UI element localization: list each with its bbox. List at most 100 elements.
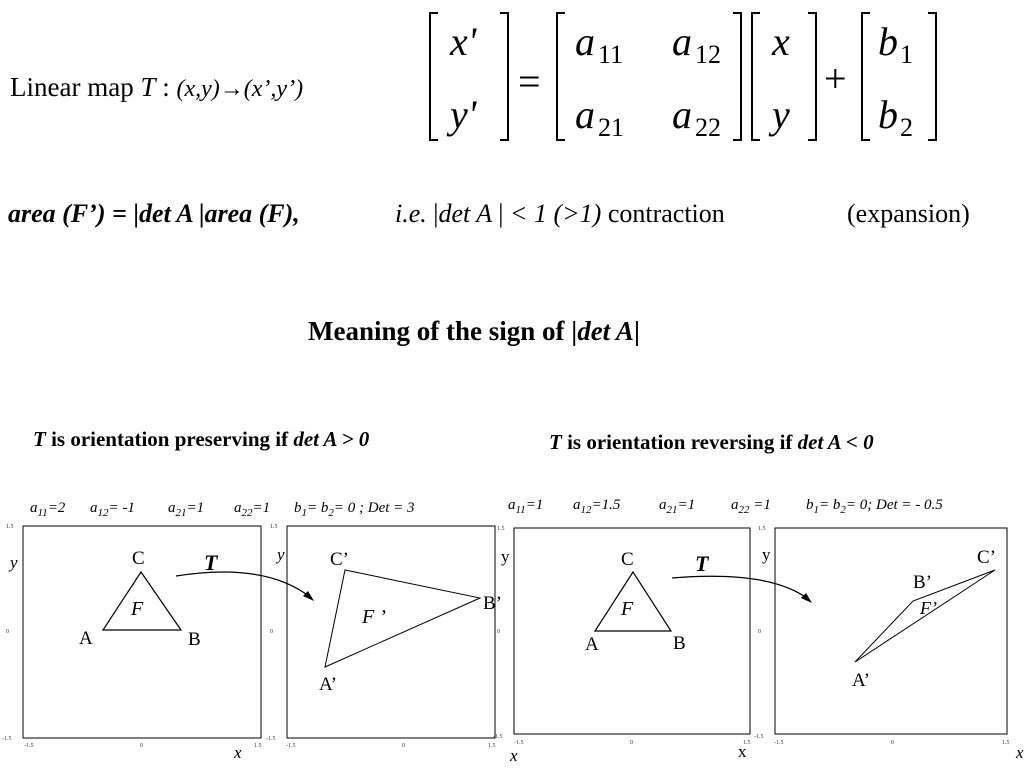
area-part1: area (F’) = bbox=[8, 199, 133, 228]
axis-x-right-mid: x bbox=[738, 742, 747, 761]
svg-text:1.5: 1.5 bbox=[1002, 740, 1010, 746]
rp-a21: a bbox=[659, 497, 667, 513]
section-title: Meaning of the sign of |det A| bbox=[308, 316, 640, 346]
area-det: det A bbox=[139, 199, 199, 228]
right-case-text: is orientation reversing if bbox=[562, 430, 798, 454]
lhs-x: x' bbox=[449, 19, 478, 64]
label-B: B bbox=[188, 629, 201, 650]
axis-letters: y x y y x x y x bbox=[8, 545, 1024, 765]
svg-text:-1.5: -1.5 bbox=[266, 736, 276, 742]
equals-sign: = bbox=[518, 59, 541, 104]
label-F: F bbox=[620, 598, 634, 620]
right-original-triangle: C A B F bbox=[585, 549, 686, 655]
area-part2: area (F), bbox=[204, 199, 299, 228]
triangle-F-right bbox=[593, 570, 673, 632]
offset-bracket-left bbox=[861, 12, 870, 141]
area-det2: det A bbox=[438, 199, 498, 228]
plot-right-original-frame bbox=[513, 527, 751, 735]
triangle-Fprime-left bbox=[324, 569, 482, 668]
area-bar3: | bbox=[433, 199, 438, 228]
svg-text:-1.5: -1.5 bbox=[774, 740, 784, 746]
left-params: a11=2 a12= -1 a21=1 a22=1 b1= b2= 0 ; De… bbox=[30, 500, 415, 519]
area-contraction: contraction bbox=[601, 199, 724, 228]
axis-y-right-original: y bbox=[501, 547, 510, 566]
area-line: area (F’) = |det A |area (F),i.e. |det A… bbox=[8, 199, 970, 228]
svg-text:1.5: 1.5 bbox=[270, 524, 278, 530]
left-T: T bbox=[33, 427, 47, 451]
vector-bracket-right bbox=[808, 12, 817, 141]
a11-sub: 11 bbox=[598, 40, 623, 69]
svg-text:0: 0 bbox=[758, 629, 761, 635]
a12-sub: 12 bbox=[695, 40, 721, 69]
vector-x: x bbox=[771, 19, 790, 64]
svg-text:0: 0 bbox=[402, 743, 405, 749]
axis-y-left-image: y bbox=[275, 545, 285, 564]
lp-a22: a bbox=[234, 500, 242, 516]
svg-text:0: 0 bbox=[6, 629, 9, 635]
plot-left-image-frame bbox=[286, 525, 496, 739]
label-Bprime: B’ bbox=[483, 593, 502, 614]
axis-x-right-original: x bbox=[509, 746, 518, 765]
area-lt: < 1 (>1) bbox=[503, 199, 601, 228]
mapping-text: (x,y)→(x’,y’) bbox=[176, 76, 304, 102]
lp-a12: a bbox=[90, 500, 98, 516]
svg-text:1.5: 1.5 bbox=[497, 526, 505, 532]
label-Aprime: A’ bbox=[852, 670, 870, 691]
triangle-Fprime-right bbox=[854, 569, 996, 663]
label-C: C bbox=[132, 548, 145, 569]
b2-sub: 2 bbox=[900, 113, 913, 142]
matrix-equation bbox=[429, 12, 937, 141]
vector-y: y bbox=[768, 92, 790, 137]
lhs-bracket-left bbox=[429, 12, 438, 141]
right-T: T bbox=[549, 430, 563, 454]
svg-text:0: 0 bbox=[270, 629, 273, 635]
plot-right-image-frame bbox=[774, 527, 1008, 735]
matrix-entries: x' y' = a 11 a 12 a 21 a 22 x y + b 1 b … bbox=[446, 19, 913, 142]
a11-base: a bbox=[575, 19, 595, 64]
left-case-cond: det A > 0 bbox=[293, 427, 369, 451]
matrix-bracket-right bbox=[733, 12, 742, 141]
area-ie: i.e. bbox=[395, 199, 433, 228]
triangle-F-left bbox=[101, 570, 183, 631]
label-Bprime: B’ bbox=[913, 572, 932, 593]
lp-a11: a bbox=[30, 500, 38, 516]
section-det: det A bbox=[577, 316, 634, 346]
area-expansion: (expansion) bbox=[847, 199, 970, 228]
axis-x-left-original: x bbox=[233, 743, 242, 762]
left-case-text: is orientation preserving if bbox=[46, 427, 294, 451]
section-bar-close: | bbox=[634, 316, 640, 346]
arrow-T-left: T bbox=[204, 550, 219, 575]
svg-text:-1.5: -1.5 bbox=[493, 734, 503, 740]
left-transform-arrow: T bbox=[175, 550, 314, 601]
axis-y-right-image: y bbox=[762, 545, 771, 564]
svg-text:0: 0 bbox=[140, 743, 143, 749]
b2-base: b bbox=[878, 92, 898, 137]
tick-labels: 1.5 0 -1.5 -1.5 0 1.5 1.5 0 -1.5 -1.5 0 … bbox=[2, 524, 1010, 749]
svg-text:-1.5: -1.5 bbox=[2, 736, 12, 742]
label-Fprime: F ’ bbox=[361, 606, 386, 628]
area-bar4: | bbox=[498, 199, 503, 228]
right-image-triangle: C’ B’ A’ F’ bbox=[852, 547, 996, 691]
linear-map-label: Linear map T : (x,y)→(x’,y’) bbox=[10, 72, 303, 103]
linear-map-prefix: Linear map bbox=[10, 72, 141, 102]
label-Aprime: A’ bbox=[319, 674, 337, 695]
arrow-T-right: T bbox=[695, 551, 710, 576]
plot-left-original-frame bbox=[22, 525, 262, 739]
left-original-triangle: C A B F bbox=[79, 548, 201, 650]
area-bar2: | bbox=[199, 199, 205, 228]
svg-text:0: 0 bbox=[630, 740, 633, 746]
rp-a22: a bbox=[731, 497, 739, 513]
label-Fprime: F’ bbox=[919, 598, 937, 618]
a12-base: a bbox=[672, 19, 692, 64]
a21-sub: 21 bbox=[598, 113, 624, 142]
lp-a21: a bbox=[168, 500, 176, 516]
label-A: A bbox=[585, 634, 599, 655]
b1-sub: 1 bbox=[900, 40, 913, 69]
offset-bracket-right bbox=[928, 12, 937, 141]
label-B: B bbox=[673, 633, 686, 654]
b1-base: b bbox=[878, 19, 898, 64]
svg-text:1.5: 1.5 bbox=[743, 740, 751, 746]
svg-text:1.5: 1.5 bbox=[488, 743, 496, 749]
plus-sign: + bbox=[824, 56, 847, 101]
svg-text:0: 0 bbox=[497, 629, 500, 635]
